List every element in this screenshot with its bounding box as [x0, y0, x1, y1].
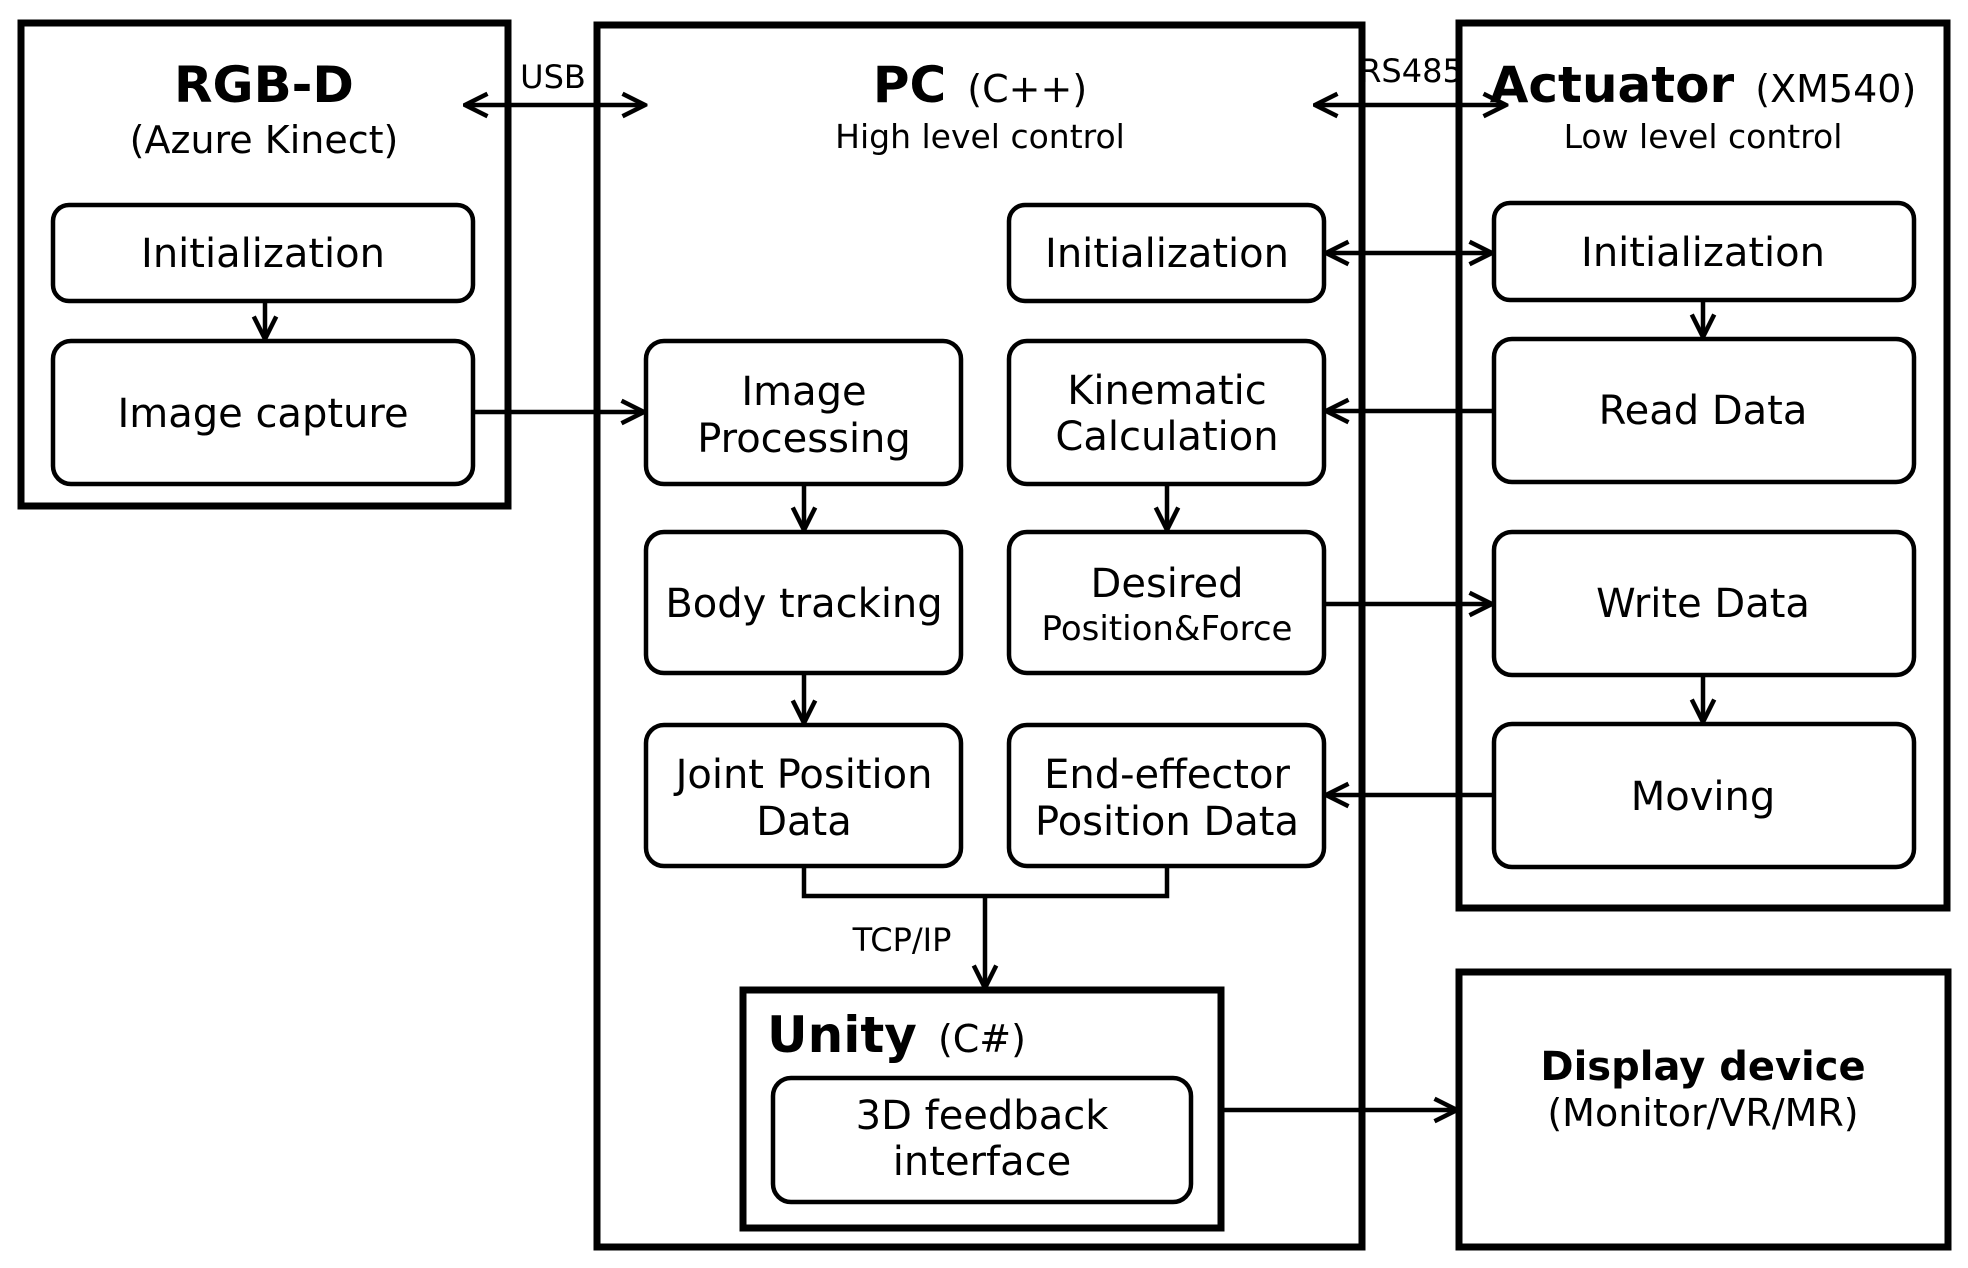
tcpip-merge-line: [801, 866, 1170, 899]
body-tracking-label: Body tracking: [665, 581, 942, 627]
display-title: Display device: [1540, 1044, 1865, 1090]
joint-position-label-2: Data: [756, 799, 852, 845]
kinematic-label-1: Kinematic: [1067, 368, 1267, 414]
rgbd-subtitle: (Azure Kinect): [130, 118, 399, 162]
read-data-label: Read Data: [1599, 388, 1808, 434]
write-data-label: Write Data: [1596, 581, 1810, 627]
display-subtitle: (Monitor/VR/MR): [1547, 1091, 1858, 1135]
pc-subtitle: High level control: [835, 117, 1125, 156]
pc-lang: (C++): [967, 67, 1087, 111]
end-effector-label-1: End-effector: [1044, 752, 1290, 798]
pc-header: PC (C++): [873, 56, 1087, 114]
actuator-panel: [1455, 19, 1951, 912]
unity-lang: (C#): [938, 1017, 1026, 1061]
desired-label-1: Desired: [1091, 561, 1244, 607]
image-processing-label-2: Processing: [697, 416, 911, 462]
unity-title: Unity: [767, 1006, 917, 1064]
rgbd-init-box: [50, 202, 476, 304]
pc-panel: [593, 21, 1366, 1251]
rgbd-init-label: Initialization: [141, 231, 385, 277]
rgbd-panel: [17, 19, 512, 510]
actuator-header: Actuator (XM540): [1490, 56, 1917, 114]
rgbd-title: RGB-D: [174, 56, 354, 114]
desired-label-2: Position&Force: [1042, 609, 1293, 649]
tcpip-label: TCP/IP: [852, 921, 952, 959]
rs485-label: RS485: [1359, 52, 1463, 90]
usb-label: USB: [520, 58, 586, 96]
pc-init-label: Initialization: [1045, 231, 1289, 277]
joint-position-label-1: Joint Position: [673, 752, 933, 798]
unity-header: Unity (C#): [767, 1006, 1026, 1064]
image-capture-label: Image capture: [117, 391, 408, 437]
actuator-model: (XM540): [1755, 67, 1916, 111]
feedback-interface-label-1: 3D feedback: [856, 1093, 1110, 1139]
feedback-interface-box: [770, 1075, 1194, 1205]
actuator-init-label: Initialization: [1581, 230, 1825, 276]
actuator-subtitle: Low level control: [1564, 117, 1843, 156]
moving-label: Moving: [1631, 774, 1776, 820]
actuator-title: Actuator: [1490, 56, 1735, 114]
end-effector-label-2: Position Data: [1035, 799, 1299, 845]
feedback-interface-label-2: interface: [893, 1139, 1071, 1185]
kinematic-label-2: Calculation: [1055, 414, 1278, 460]
image-processing-label-1: Image: [741, 369, 866, 415]
pc-title: PC: [873, 56, 946, 114]
